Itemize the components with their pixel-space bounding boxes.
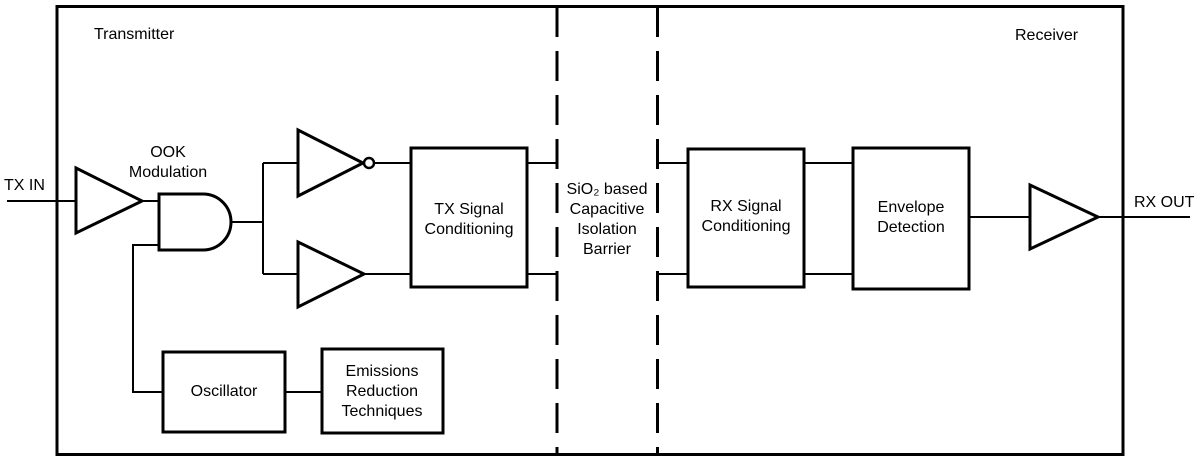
envelope-detection-box (851, 146, 971, 291)
isolation-barrier-label: SiO₂ based Capacitive Isolation Barrier (566, 181, 648, 258)
tx-signal-conditioning-label: TX Signal Conditioning (424, 201, 514, 238)
envelope-detection-label: Envelope Detection (877, 199, 945, 236)
inverter-triangle-icon (296, 127, 367, 199)
emissions-reduction-label: Emissions Reduction Techniques (341, 363, 423, 420)
tx-in-port-label: TX IN (4, 177, 45, 194)
emissions-reduction-box (320, 347, 445, 435)
inverter-bubble-icon (362, 156, 376, 170)
rx-signal-conditioning-box (686, 147, 806, 289)
receiver-region-label: Receiver (1015, 27, 1079, 44)
rx-signal-conditioning-label: RX Signal Conditioning (701, 198, 791, 235)
noninverting-buffer-icon (296, 239, 368, 310)
oscillator-box (161, 350, 287, 434)
rx-out-port-label: RX OUT (1134, 194, 1195, 211)
rx-output-buffer-icon (1028, 182, 1102, 252)
oscillator-feedback-wire (132, 244, 163, 393)
rxbox-to-envelope-wires (804, 162, 853, 275)
chip-boundary-box (55, 5, 1125, 456)
oscillator-label: Oscillator (190, 383, 258, 400)
transmitter-region-label: Transmitter (94, 26, 175, 43)
barrier-to-rxbox-wires (658, 162, 688, 275)
tx-signal-conditioning-box (409, 146, 529, 289)
tx-input-buffer-icon (74, 165, 146, 236)
and-gate-icon (157, 192, 233, 252)
txbox-to-barrier-wires (527, 162, 557, 275)
ook-modulation-label: OOK Modulation (128, 144, 208, 181)
